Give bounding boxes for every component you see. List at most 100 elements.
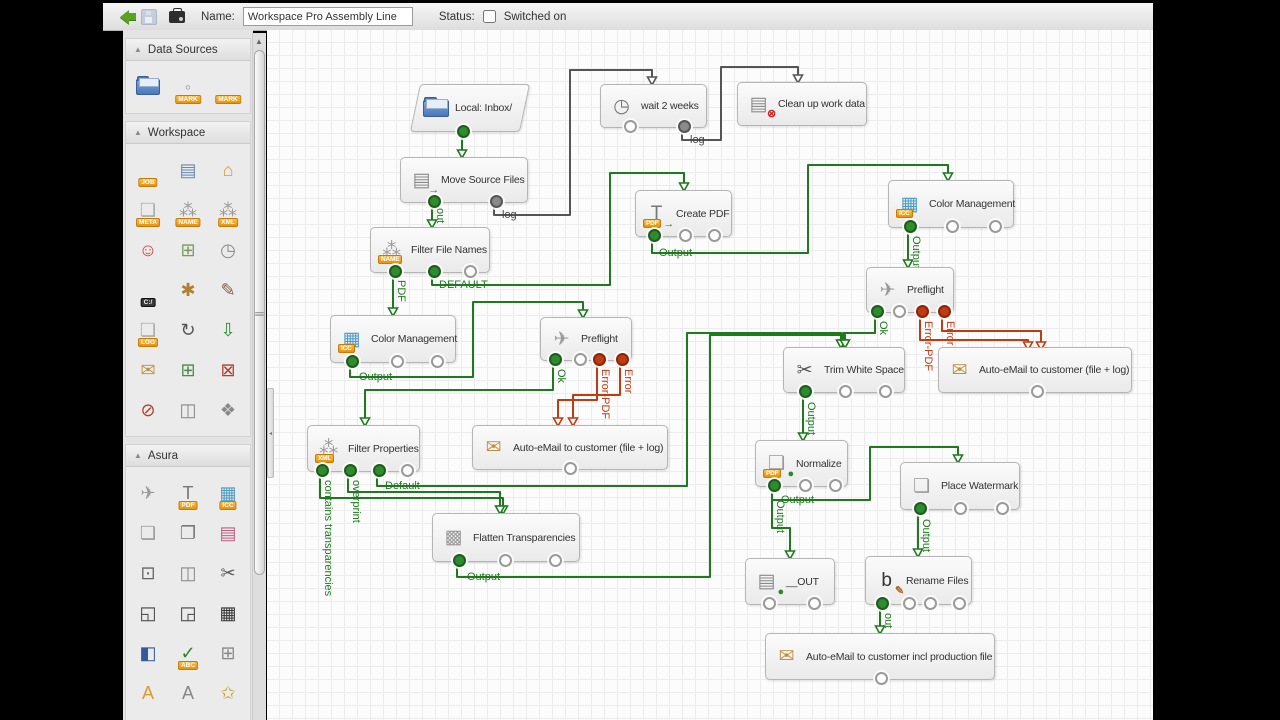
rename-pencil-icon[interactable]: ✎ [208,270,248,310]
spellcheck-icon[interactable]: ✓ABC [168,633,208,673]
compare-pages-icon[interactable]: ◫ [168,390,208,430]
switched-on-checkbox[interactable] [482,10,496,23]
panel-splitter-handle[interactable]: ◂ [267,388,274,478]
crop-tool-icon[interactable]: ⊡ [128,553,168,593]
split-pages-icon[interactable]: ◫ [168,553,208,593]
node-auto-email-1[interactable]: ✉Auto-eMail to customer (file + log) [472,425,668,475]
filter-file-names-port-2-green[interactable] [428,265,441,278]
move-source-files-port-1-green[interactable] [428,195,441,208]
create-pdf-port-2-white[interactable] [679,229,692,242]
edge-filter-names-default-to-create-pdf[interactable] [431,172,685,286]
mark-sign-icon[interactable]: ◦MARK [168,67,208,107]
colorbar-page-icon[interactable]: ◧ [128,633,168,673]
local-folder-icon[interactable] [128,67,168,107]
auto-email-2-port-1-white[interactable] [1031,385,1044,398]
mail-send-icon[interactable]: ✉ [128,350,168,390]
import-stack-icon[interactable]: ❐ [168,513,208,553]
page-copy-icon[interactable]: ❐ [208,713,248,720]
filter-properties-port-4-white[interactable] [401,464,414,477]
node-trim-white-space[interactable]: ✂Trim White Space [783,347,905,398]
database-import-icon[interactable]: ▤ [168,150,208,190]
shrink-box-icon[interactable]: ◱ [128,593,168,633]
edge-move-log-to-wait[interactable] [493,69,653,216]
color-management-1-port-2-white[interactable] [391,355,404,368]
grid-table-icon[interactable]: ▦ [208,593,248,633]
section-header[interactable]: ▲Asura [126,445,250,467]
filter-properties-port-3-green[interactable] [373,464,386,477]
trim-white-space-port-2-white[interactable] [839,385,852,398]
sidebar-scrollbar-thumb[interactable]: ≡≡ [253,50,265,575]
expand-box-icon[interactable]: ◲ [168,593,208,633]
color-management-1-port-3-white[interactable] [431,355,444,368]
node-rename-files[interactable]: b✎Rename Files [865,556,972,610]
normalize-port-3-white[interactable] [829,479,842,492]
edge-filter-props-transparencies-to-flatten[interactable] [319,476,504,509]
workspace-name-input[interactable] [242,7,413,26]
trim-white-space-port-3-white[interactable] [879,385,892,398]
edge-wait-log-to-cleanup[interactable] [681,66,799,141]
collect-pages-icon[interactable]: ▤ [208,513,248,553]
edge-preflight-error-to-email1[interactable] [572,364,621,421]
place-watermark-port-1-green[interactable] [914,502,927,515]
node-out-node[interactable]: ▤●__OUT [745,558,835,610]
wait-2-weeks-port-2-gray[interactable] [678,120,691,133]
save-button[interactable] [139,7,159,27]
section-header[interactable]: ▲Workspace [126,122,250,144]
color-management-2-port-3-white[interactable] [989,220,1002,233]
node-preflight-1[interactable]: ✈Preflight [540,317,632,366]
filter-properties-port-2-green[interactable] [344,464,357,477]
node-wait-2-weeks[interactable]: ◷wait 2 weeks [600,84,707,133]
node-flatten-transparencies[interactable]: ▩Flatten Transparencies [432,513,580,567]
folder-blocked-icon[interactable]: ⊘ [128,390,168,430]
normalize-port-2-white[interactable] [799,479,812,492]
flatten-transparencies-port-2-white[interactable] [499,554,512,567]
place-watermark-port-3-white[interactable] [996,502,1009,515]
preflight-1-port-4-red[interactable] [616,353,629,366]
node-place-watermark[interactable]: ❏Place Watermark [900,462,1020,515]
edge-normalize-output-to-watermark[interactable] [771,446,959,501]
doc-history-icon[interactable]: ↻ [168,310,208,350]
preflight-1-port-2-white[interactable] [574,353,587,366]
grid-dots-icon[interactable]: ∷ [128,713,168,720]
imposition-icon[interactable]: ⊞ [208,633,248,673]
color-management-2-port-1-green[interactable] [904,220,917,233]
edge-flatten-output-to-trim[interactable] [456,334,846,578]
meta-doc-icon[interactable]: ❏META [128,190,168,230]
rename-files-port-1-green[interactable] [876,597,889,610]
inject-files-icon[interactable]: ✱ [168,270,208,310]
workspace-report-button[interactable] [167,7,187,27]
mood-sort-icon[interactable]: ☺ [128,230,168,270]
icc-profile-icon[interactable]: ▦ICC [208,473,248,513]
edge-filter-props-overprint-to-flatten[interactable] [347,476,501,509]
paint-text-icon[interactable]: A [128,673,168,713]
auto-email-production-port-1-white[interactable] [875,672,888,685]
normalize-port-1-green[interactable] [768,479,781,492]
command-line-icon[interactable]: C:/ [128,270,168,310]
node-normalize[interactable]: ❏PDF●Normalize [755,440,848,492]
preflight-1-port-3-red[interactable] [593,353,606,366]
preflight-plane-icon[interactable]: ✈ [128,473,168,513]
fit-text-icon[interactable]: A [168,673,208,713]
wait-timer-icon[interactable]: ◷ [208,230,248,270]
preflight-1-port-1-green[interactable] [549,353,562,366]
node-clean-up-work-data[interactable]: ▤⊗Clean up work data [737,82,867,126]
job-ticket-icon[interactable]: JOB [128,150,168,190]
back-button[interactable] [111,7,136,27]
preflight-2-port-2-white[interactable] [893,305,906,318]
rename-files-port-4-white[interactable] [953,597,966,610]
archive-download-icon[interactable]: ⇩ [208,310,248,350]
import-page-icon[interactable]: ❏ [128,513,168,553]
filter-file-names-port-1-green[interactable] [389,265,402,278]
node-auto-email-2[interactable]: ✉Auto-eMail to customer (file + log) [938,347,1132,398]
log-doc-icon[interactable]: ❏LOG [128,310,168,350]
preflight-2-port-1-green[interactable] [871,305,884,318]
preflight-2-port-3-red[interactable] [916,305,929,318]
auto-email-1-port-1-white[interactable] [564,462,577,475]
edge-normalize-output-to-out[interactable] [771,491,791,554]
